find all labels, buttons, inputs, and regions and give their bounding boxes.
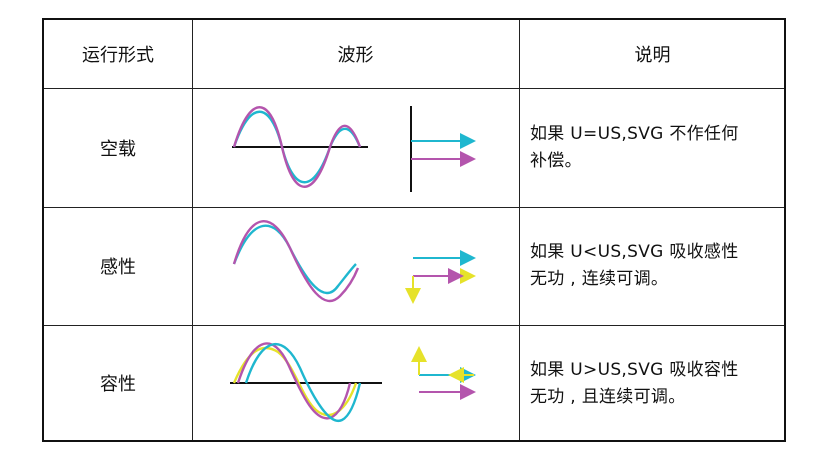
voltage-wave <box>232 220 360 303</box>
capacitive-waveform-diagram <box>230 342 476 423</box>
header-explain: 说明 <box>634 45 671 66</box>
column-divider <box>192 20 193 440</box>
mode-table: 运行形式 波形 说明 空载 如果 U=US,SVG 不作任何 补偿。 感性 如果… <box>42 18 786 442</box>
no-load-waveform-diagram <box>232 106 476 192</box>
mode-inductive: 感性 <box>100 257 136 278</box>
desc-inductive: 如果 U<US,SVG 吸收感性 无功 , 连续可调。 <box>530 239 739 293</box>
mode-capacitive: 容性 <box>100 373 136 395</box>
desc-line: 如果 U>US,SVG 吸收容性 <box>530 360 739 380</box>
desc-line: 如果 U=US,SVG 不作任何 <box>530 124 739 144</box>
column-divider <box>519 20 520 440</box>
desc-capacitive: 如果 U>US,SVG 吸收容性 无功 , 且连续可调。 <box>530 357 739 411</box>
row-divider <box>44 88 784 89</box>
header-mode: 运行形式 <box>82 45 154 66</box>
desc-line: 补偿。 <box>530 151 582 171</box>
current-wave <box>244 342 362 423</box>
current-wave <box>232 224 357 294</box>
desc-line: 如果 U<US,SVG 吸收感性 <box>530 242 739 262</box>
row-divider <box>44 207 784 208</box>
mode-no-load: 空载 <box>100 138 136 160</box>
current-wave <box>232 110 362 184</box>
desc-line: 无功 , 连续可调。 <box>530 269 669 289</box>
desc-no-load: 如果 U=US,SVG 不作任何 补偿。 <box>530 121 739 175</box>
row-divider <box>44 325 784 326</box>
header-waveform: 波形 <box>337 45 374 66</box>
voltage-wave <box>232 106 362 188</box>
inductive-waveform-diagram <box>232 220 476 304</box>
voltage-wave <box>236 342 352 420</box>
desc-line: 无功 , 且连续可调。 <box>530 387 686 407</box>
